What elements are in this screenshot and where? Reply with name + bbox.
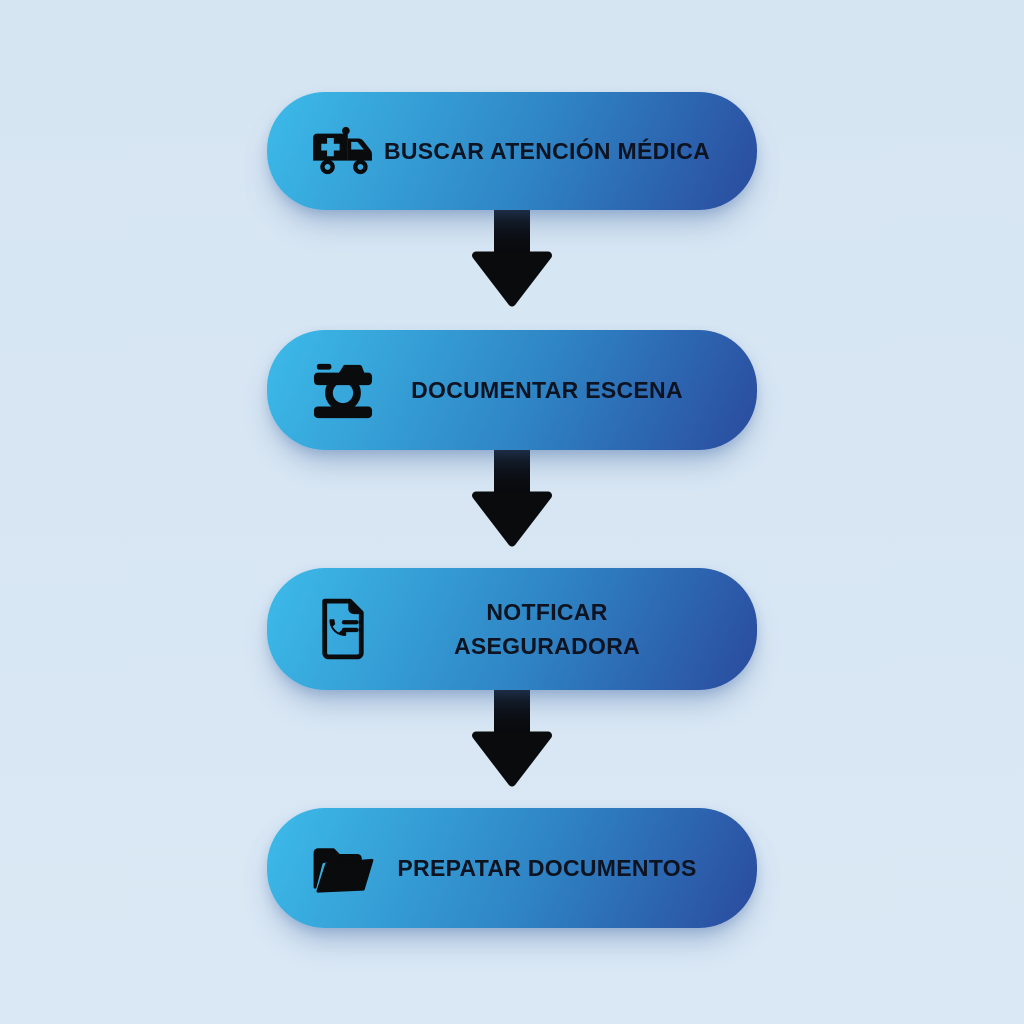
step-label: DOCUMENTAR ESCENA	[411, 377, 683, 403]
ambulance-icon	[309, 123, 377, 179]
step-document-scene: DOCUMENTAR ESCENA	[267, 330, 757, 450]
step-label: BUSCAR ATENCIÓN MÉDICA	[383, 138, 711, 164]
step-seek-medical-care: BUSCAR ATENCIÓN MÉDICA	[267, 92, 757, 210]
down-arrow-icon	[470, 205, 554, 310]
open-folder-icon	[309, 841, 377, 895]
camera-icon	[309, 360, 377, 420]
down-arrow-icon	[470, 685, 554, 790]
step-label-line1: NOTFICAR	[486, 599, 608, 625]
step-label: PREPATAR DOCUMENTOS	[397, 855, 697, 881]
step-label-line2: ASEGURADORA	[453, 633, 641, 659]
step-label: NOTFICAR ASEGURADORA	[377, 595, 717, 663]
step-notify-insurer: NOTFICAR ASEGURADORA	[267, 568, 757, 690]
step-prepare-documents: PREPATAR DOCUMENTOS	[267, 808, 757, 928]
phone-document-icon	[309, 595, 377, 663]
down-arrow-icon	[470, 445, 554, 550]
